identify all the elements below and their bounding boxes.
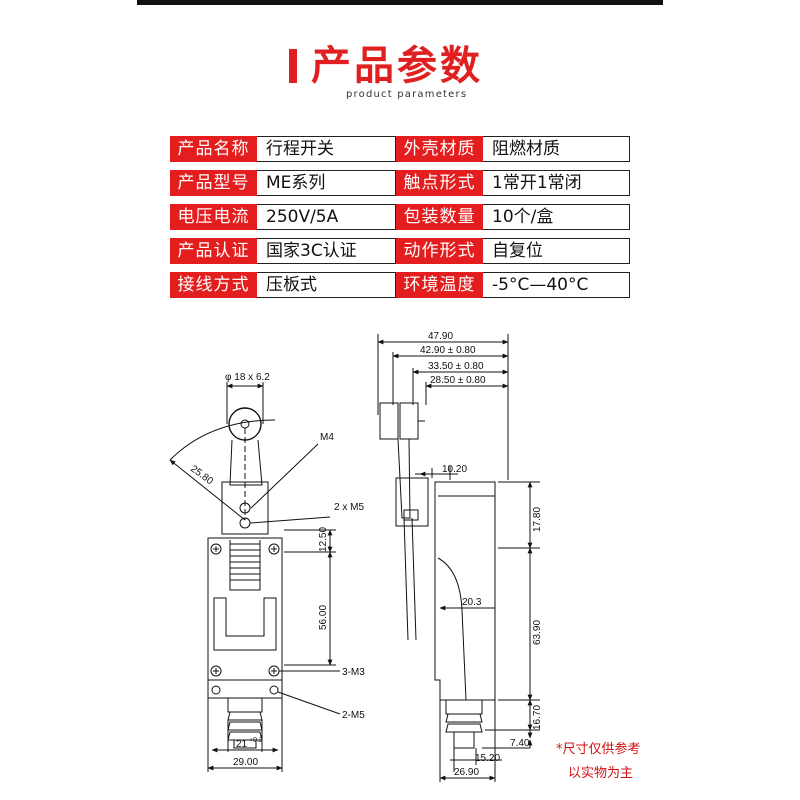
dimension-drawing-svg: φ 18 x 6.2 25.80 M4 2 x M5 12.50 56.00 3… [169,331,543,782]
dim-4790-label: 47.90 [428,331,453,342]
dim-4290-label: 42.90 ± 0.80 [420,345,476,356]
dim-roller-label: φ 18 x 6.2 [225,372,270,383]
param-value: 国家3C认证 [257,238,396,264]
param-value: ME系列 [257,170,396,196]
param-value: 1常开1常闭 [483,170,630,196]
note-line-2: 以实物为主 [568,766,634,781]
param-value: 阻燃材质 [483,136,630,162]
dim-1520-label: 15.20 [475,753,500,764]
param-value: 压板式 [257,272,396,298]
dim-m4-label: M4 [320,432,334,443]
dim-1780-label: 17.80 [532,507,543,532]
dim-203-label: 20.3 [462,597,482,608]
param-value: 10个/盒 [483,204,630,230]
param-label: 电压电流 [170,204,257,230]
params-row: 产品型号 ME系列 触点形式 1常开1常闭 [170,170,630,196]
params-row: 产品名称 行程开关 外壳材质 阻燃材质 [170,136,630,162]
dim-6390-label: 63.90 [532,620,543,645]
dim-21-tol-label: +0.2 [249,737,263,744]
dim-5600-label: 56.00 [318,605,329,630]
page-subtitle: product parameters [346,89,468,100]
dim-2690-label: 26.90 [454,767,479,778]
param-value: 250V/5A [257,204,396,230]
params-row: 接线方式 压板式 环境温度 -5°C—40°C [170,272,630,298]
params-row: 产品认证 国家3C认证 动作形式 自复位 [170,238,630,264]
dim-1250-label: 12.50 [318,527,329,552]
dim-1670-label: 16.70 [532,705,543,730]
param-label: 动作形式 [396,238,483,264]
dim-m5-bottom-label: 2-M5 [342,710,365,721]
dim-radius-label: 25.80 [188,464,215,488]
dim-m3-label: 3-M3 [342,667,365,678]
dim-21-label: 21 [236,739,248,750]
dim-3350-label: 33.50 ± 0.80 [428,361,484,372]
dim-1020-label: 10.20 [442,464,467,475]
technical-drawing: φ 18 x 6.2 25.80 M4 2 x M5 12.50 56.00 3… [150,320,670,790]
param-label: 包装数量 [396,204,483,230]
section-header: 产品参数 product parameters [0,30,800,110]
dim-2850-label: 28.50 ± 0.80 [430,375,486,386]
param-value: 行程开关 [257,136,396,162]
params-row: 电压电流 250V/5A 包装数量 10个/盒 [170,204,630,230]
param-label: 触点形式 [396,170,483,196]
dim-740-label: 7.40 [510,738,530,749]
param-label: 产品认证 [170,238,257,264]
param-label: 环境温度 [396,272,483,298]
title-accent-bar [289,49,297,83]
param-value: 自复位 [483,238,630,264]
side-view [377,334,540,782]
param-label: 接线方式 [170,272,257,298]
top-bar [137,0,663,5]
page-title: 产品参数 [311,43,483,89]
dim-2900-label: 29.00 [233,757,258,768]
param-label: 外壳材质 [396,136,483,162]
front-view [169,382,341,772]
param-label: 产品型号 [170,170,257,196]
param-label: 产品名称 [170,136,257,162]
dim-m5-top-label: 2 x M5 [334,502,364,513]
param-value: -5°C—40°C [483,272,630,298]
note-line-1: *尺寸仅供参考 [556,742,641,757]
disclaimer-note: *尺寸仅供参考 以实物为主 [556,738,641,786]
